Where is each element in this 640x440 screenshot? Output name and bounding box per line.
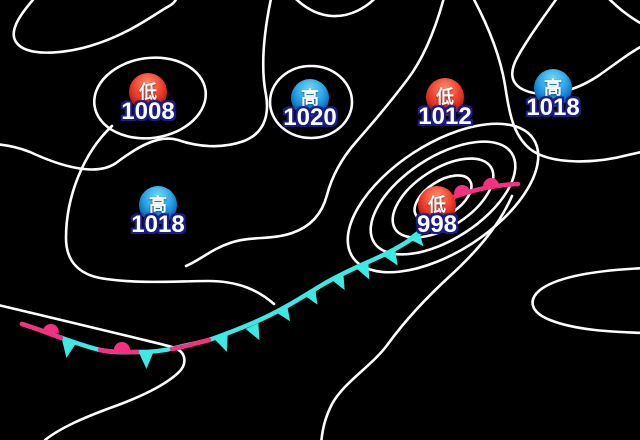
isobar-line [268,64,354,140]
isobar-line [12,0,178,54]
warm-front-semicircle-icon [454,185,471,195]
warm-front [448,181,521,201]
isobar-line [472,0,640,163]
isobar-line [184,0,445,268]
low-pressure-badge: 低 [129,73,167,111]
stationary-front-triangle-icon [62,340,76,358]
pressure-value: 998 [416,211,458,238]
low-symbol: 低 [139,82,157,102]
isobar-line [391,157,495,239]
cold-front-triangle-icon [274,304,291,322]
cold-front-triangle-icon [407,229,424,247]
warm-front-semicircle-icon [483,177,500,187]
stationary-front-semicircle-icon [42,324,59,334]
isobar-line [346,122,540,274]
cold-front [19,208,444,355]
cold-front-triangle-icon [382,248,398,266]
cold-front-triangle-icon [302,287,318,305]
stationary-front-triangle-icon [139,352,153,370]
high-pressure-badge: 高 [139,186,177,224]
warm-front-line [448,181,521,201]
high-symbol: 高 [301,88,319,108]
warm-front-semicircles [42,177,500,351]
isobar-line [64,124,276,306]
stationary-front-warm-segment [19,321,64,341]
pressure-value: 1018 [131,211,185,238]
high-symbol: 高 [544,78,562,98]
low-pressure-badge: 低 [418,186,456,224]
isobar-line [320,194,514,440]
cold-front-triangle-icon [355,262,370,280]
cold-front-line [19,208,444,355]
pressure-value: 1012 [418,103,472,130]
isobar-line [510,0,640,96]
isobar-line [608,0,640,25]
isobar-line [92,56,208,140]
stationary-front-warm-segment [169,337,212,352]
high-pressure-badge: 高 [534,69,572,107]
cold-front-triangle-icon [214,334,228,352]
isobar-line [531,267,640,335]
pressure-value: 1020 [283,104,337,131]
pressure-value: 1018 [526,94,580,121]
isobar-line [0,0,273,171]
stationary-front [19,321,212,355]
cold-front-triangles [62,229,424,370]
stationary-front-warm-segment [97,347,140,355]
cold-front-triangle-icon [330,273,345,291]
isobar-line [0,304,186,440]
isobar-line [295,0,376,18]
isobar-line [369,140,517,256]
low-symbol: 低 [436,87,454,107]
high-symbol: 高 [149,195,167,215]
stationary-front-semicircle-icon [113,342,130,351]
cold-front-triangle-icon [245,323,260,341]
low-pressure-badge: 低 [426,78,464,116]
pressure-value: 1008 [121,98,175,125]
low-symbol: 低 [428,195,446,215]
high-pressure-badge: 高 [291,79,329,117]
